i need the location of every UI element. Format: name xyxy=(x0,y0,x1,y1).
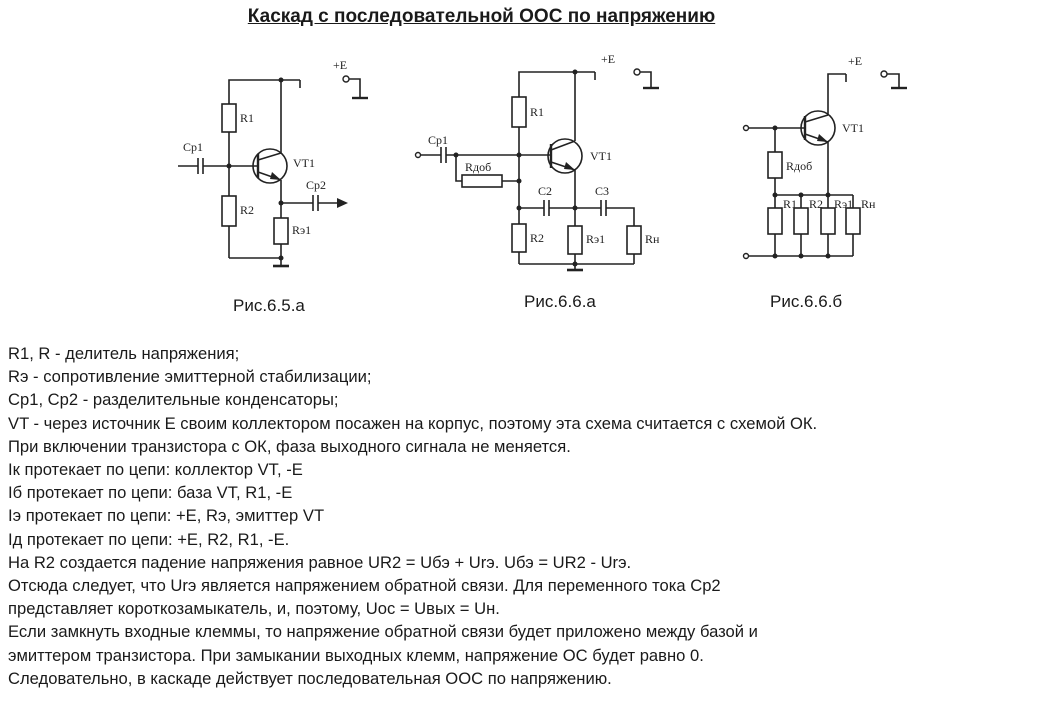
cp1-label: Cp1 xyxy=(183,140,203,154)
text-line: представляет короткозамыкатель, и, поэто… xyxy=(8,599,500,619)
resistor-re1 xyxy=(273,217,289,245)
resistor-r1 xyxy=(767,207,783,235)
circuit-fig-6-6-b: +E VT1 Rдоб R1 R2 Rэ1 Rн xyxy=(742,54,907,260)
c3-label: C3 xyxy=(595,184,609,198)
resistor-r2 xyxy=(221,195,237,227)
resistor-rn xyxy=(845,207,861,235)
text-line: Iк протекает по цепи: коллектор VT, -E xyxy=(8,460,303,480)
supply-label: +E xyxy=(848,54,862,68)
text-line: На R2 создается падение напряжения равно… xyxy=(8,552,632,572)
transistor-vt1 xyxy=(252,148,288,184)
resistor-rn xyxy=(626,225,642,255)
r1-label: R1 xyxy=(530,105,544,119)
r2-label: R2 xyxy=(809,197,823,211)
resistor-r1 xyxy=(511,96,527,128)
transistor-vt1 xyxy=(547,138,583,174)
resistor-rdob xyxy=(461,174,503,188)
text-line: VT - через источник Е своим коллектором … xyxy=(8,413,818,433)
vt1-label: VT1 xyxy=(293,156,315,170)
resistor-r1 xyxy=(221,103,237,133)
text-line: Iэ протекает по цепи: +E, Rэ, эмиттер VT xyxy=(8,506,325,526)
transistor-vt1 xyxy=(800,110,836,146)
re1-label: Rэ1 xyxy=(834,197,853,211)
circuit-fig-6-6-a: +E R1 Cp1 Rдоб VT1 C xyxy=(414,52,660,272)
resistor-re1 xyxy=(567,225,583,255)
resistor-rdob xyxy=(767,151,783,179)
explanation-text: R1, R - делитель напряжения; Rэ - сопрот… xyxy=(8,342,1038,690)
page-title: Каскад с последовательной ООС по напряже… xyxy=(247,6,716,27)
cp2-label: Cp2 xyxy=(306,178,326,192)
text-line: Отсюда следует, что Urэ является напряже… xyxy=(8,576,721,596)
text-line: Если замкнуть входные клеммы, то напряже… xyxy=(8,622,758,642)
resistor-re1 xyxy=(820,207,836,235)
r2-label: R2 xyxy=(240,203,254,217)
supply-label: +E xyxy=(601,52,615,66)
rn-label: Rн xyxy=(861,197,876,211)
circuit-fig-6-5-a: +E R1 Cp1 VT1 Cp2 R2 xyxy=(178,58,368,268)
text-line: Следовательно, в каскаде действует после… xyxy=(8,668,612,688)
vt1-label: VT1 xyxy=(842,121,864,135)
vt1-label: VT1 xyxy=(590,149,612,163)
figure-caption: Рис.6.6.б xyxy=(770,292,843,311)
resistor-r2 xyxy=(793,207,809,235)
resistor-r2 xyxy=(511,223,527,253)
re1-label: Rэ1 xyxy=(586,232,605,246)
text-line: эмиттером транзистора. При замыкании вых… xyxy=(8,645,704,665)
text-line: Rэ - сопротивление эмиттерной стабилизац… xyxy=(8,367,372,387)
supply-label: +E xyxy=(333,58,347,72)
r1-label: R1 xyxy=(240,111,254,125)
figure-caption: Рис.6.5.а xyxy=(233,296,305,315)
text-line: R1, R - делитель напряжения; xyxy=(8,344,240,363)
figure-caption: Рис.6.6.а xyxy=(524,292,596,311)
text-line: Iб протекает по цепи: база VT, R1, -E xyxy=(8,483,293,503)
text-line: Iд протекает по цепи: +E, R2, R1, -E. xyxy=(8,529,290,549)
cp1-label: Cp1 xyxy=(428,133,448,147)
text-line: При включении транзистора с ОК, фаза вых… xyxy=(8,436,571,456)
rdob-label: Rдоб xyxy=(465,160,491,174)
rn-label: Rн xyxy=(645,232,660,246)
rdob-label: Rдоб xyxy=(786,159,812,173)
circuit-diagrams: +E R1 Cp1 VT1 Cp2 R2 xyxy=(178,52,907,272)
r1-label: R1 xyxy=(783,197,797,211)
r2-label: R2 xyxy=(530,231,544,245)
c2-label: C2 xyxy=(538,184,552,198)
text-line: Ср1, Ср2 - разделительные конденсаторы; xyxy=(8,390,339,410)
re1-label: Rэ1 xyxy=(292,223,311,237)
